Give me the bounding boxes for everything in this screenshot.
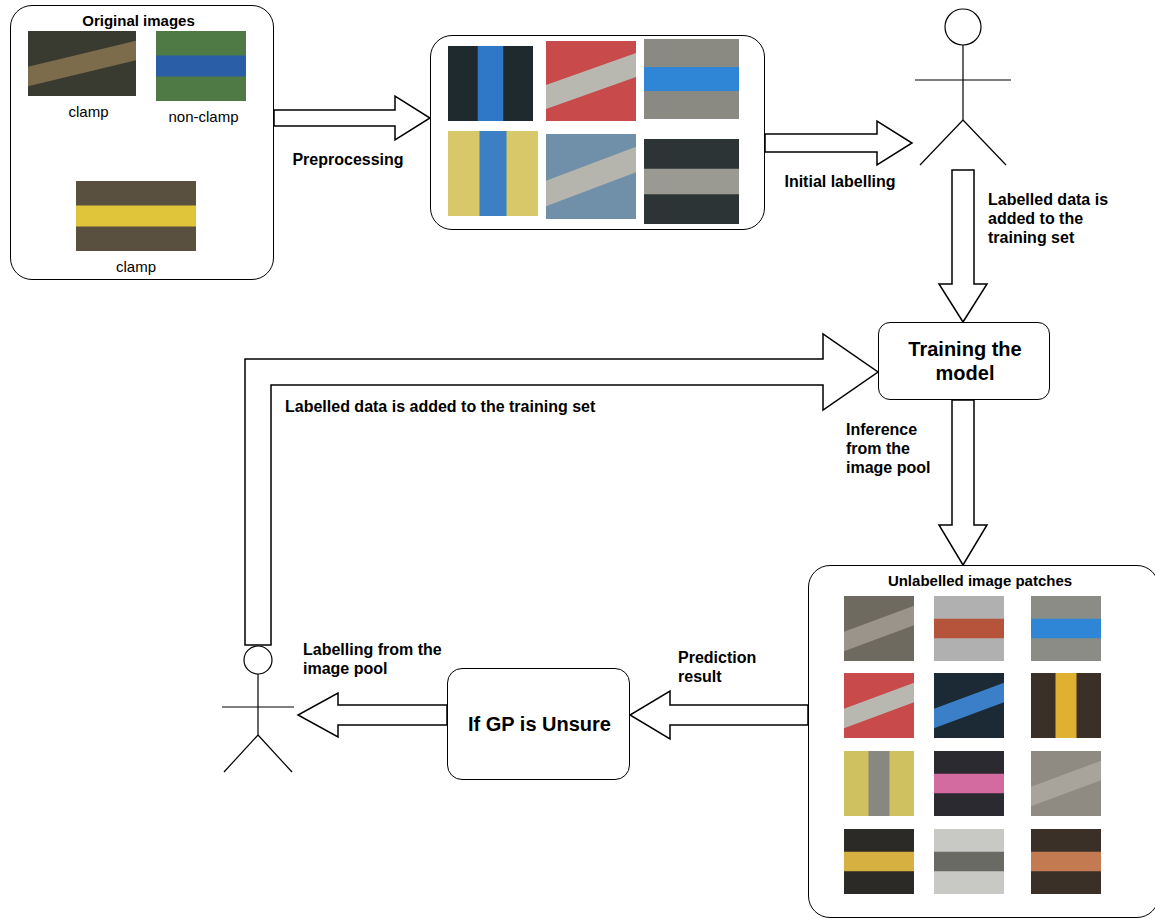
user-figure <box>912 5 1012 170</box>
block-arrow <box>939 400 987 565</box>
photo-object <box>1056 673 1077 738</box>
edge-label: Labelled data is added to the training s… <box>988 190 1113 248</box>
photo-patch <box>934 829 1004 894</box>
photo-patch <box>1031 673 1101 738</box>
photo-object <box>76 206 196 227</box>
block-arrow <box>274 96 430 140</box>
patch-pool-box: Unlabelled image patches <box>808 565 1155 918</box>
stick-figure <box>218 645 298 775</box>
photo-patch <box>644 139 739 224</box>
photo-patch <box>156 31 246 101</box>
photo-patch <box>844 751 914 816</box>
photo-patch <box>844 596 914 661</box>
photo-object <box>156 56 246 77</box>
photo-object <box>546 53 636 109</box>
figure-head <box>945 9 981 45</box>
photo-patch <box>448 131 538 216</box>
photo-patch <box>934 673 1004 738</box>
photo-object <box>934 683 1004 729</box>
box-label: If GP is Unsure <box>456 712 623 736</box>
photo-object <box>644 169 739 195</box>
figure-limb <box>222 706 294 707</box>
photo-object <box>844 683 914 729</box>
block-arrow <box>245 334 878 645</box>
photo-object <box>934 774 1004 794</box>
stick-figure <box>912 5 1012 170</box>
photo-object <box>934 852 1004 872</box>
image-group-box: Original imagesclampnon-clampclamp <box>10 5 274 280</box>
photo-patch <box>844 673 914 738</box>
photo-object <box>1031 761 1101 807</box>
photo-patch <box>1031 596 1101 661</box>
photo-object <box>934 619 1004 639</box>
photo-patch <box>28 31 136 96</box>
photo-patch <box>448 46 533 121</box>
block-arrow <box>939 170 987 322</box>
block-arrow <box>765 121 912 165</box>
photo-patch <box>844 829 914 894</box>
box-title: Unlabelled image patches <box>809 572 1151 590</box>
edge-label: Initial labelling <box>770 172 910 191</box>
photo-object <box>844 852 914 872</box>
edge-label: Labelling from the image pool <box>303 640 443 678</box>
photo-object <box>869 751 890 816</box>
process-box: Training the model <box>878 322 1050 400</box>
photo-patch <box>76 181 196 251</box>
photo-object <box>644 67 739 91</box>
image-caption: clamp <box>71 258 201 276</box>
box-title: Original images <box>11 12 266 30</box>
patch-group-box <box>430 35 765 230</box>
figure-limb <box>915 79 1011 80</box>
edge-label: Prediction result <box>678 648 798 686</box>
photo-object <box>28 41 136 87</box>
photo-group <box>431 36 766 231</box>
photo-patch <box>546 41 636 121</box>
figure-limb <box>962 45 963 120</box>
photo-object <box>1031 852 1101 872</box>
figure-limb <box>257 674 258 735</box>
photo-object <box>1031 619 1101 639</box>
box-label: Training the model <box>887 337 1043 385</box>
decision-box: If GP is Unsure <box>447 668 630 780</box>
edge-label: Inference from the image pool <box>846 420 944 478</box>
block-arrow <box>630 691 808 739</box>
photo-group <box>809 566 1151 919</box>
photo-patch <box>1031 751 1101 816</box>
photo-patch <box>934 751 1004 816</box>
photo-object <box>546 147 636 207</box>
block-arrow <box>298 693 447 737</box>
edge-label: Preprocessing <box>268 150 428 169</box>
photo-object <box>844 606 914 652</box>
figure-limb <box>258 735 292 772</box>
image-caption: clamp <box>26 103 151 121</box>
photo-patch <box>546 134 636 219</box>
photo-patch <box>934 596 1004 661</box>
edge-label: Labelled data is added to the training s… <box>285 397 765 416</box>
figure-head <box>244 646 272 674</box>
figure-limb <box>920 120 963 165</box>
figure-limb <box>963 120 1006 165</box>
photo-patch <box>1031 829 1101 894</box>
user-figure <box>218 645 298 775</box>
image-caption: non-clamp <box>146 108 261 126</box>
photo-patch <box>644 39 739 119</box>
photo-object <box>478 46 504 121</box>
photo-group <box>11 6 266 281</box>
photo-object <box>480 131 507 216</box>
figure-limb <box>224 735 258 772</box>
